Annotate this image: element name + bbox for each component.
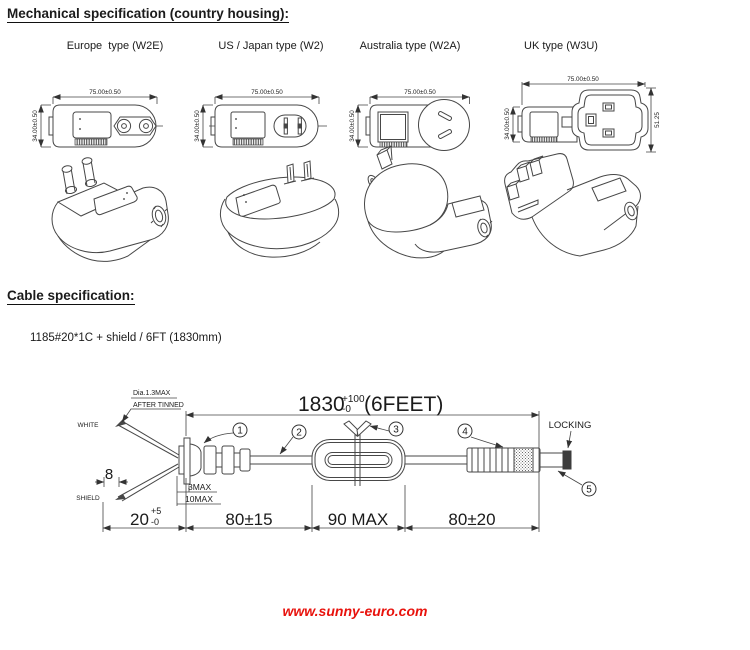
- strain-relief-boot: [178, 437, 251, 485]
- cable-run: [250, 455, 467, 465]
- cable-heading: Cable specification:: [7, 288, 135, 305]
- tip-dimension: 8: [95, 466, 128, 487]
- us-plug-drawing: 75.00±0.50 34.00±0.50: [194, 89, 340, 258]
- dim-boot-b: 10MAX: [185, 494, 213, 504]
- dc-connector: [466, 447, 572, 473]
- us-height-dim: 34.00±0.50: [194, 110, 201, 142]
- dim-seg2: 90 MAX: [328, 510, 388, 529]
- dim-tip: 8: [105, 466, 113, 483]
- label-australia: Australia type (W2A): [359, 40, 461, 52]
- callout-1: 1: [203, 422, 248, 444]
- europe-3d-view: [51, 157, 169, 262]
- dim-strip-minus: -0: [151, 517, 159, 527]
- svg-text:1: 1: [237, 426, 243, 437]
- length-feet: (6FEET): [364, 393, 443, 416]
- cable-tie: [343, 420, 372, 486]
- dim-seg3: 80±20: [448, 510, 495, 529]
- locking-label: LOCKING: [549, 420, 592, 449]
- wire-shield-label: SHIELD: [76, 495, 100, 502]
- australia-top-view: 75.00±0.50 34.00±0.50: [349, 89, 470, 151]
- uk-width-dim: 75.00±0.50: [567, 76, 599, 83]
- us-top-view: 75.00±0.50 34.00±0.50: [194, 89, 327, 148]
- uk-top-view: 75.00±0.50 34.00±0.50 51.25: [504, 76, 661, 153]
- label-europe: Europe type (W2E): [66, 40, 164, 52]
- uk-3d-view: [504, 153, 641, 257]
- uk-plug-drawing: 75.00±0.50 34.00±0.50 51.25: [504, 76, 661, 257]
- diameter-note: Dia.1.3MAX AFTER TINNED: [121, 390, 184, 423]
- wire-fanout: [115, 419, 180, 502]
- dim-seg1: 80±15: [225, 510, 272, 529]
- label-uk: UK type (W3U): [524, 40, 598, 52]
- australia-plug-drawing: 75.00±0.50 34.00±0.50: [349, 89, 493, 259]
- europe-width-dim: 75.00±0.50: [89, 89, 121, 96]
- uk-height-dim: 34.00±0.50: [504, 108, 511, 140]
- note-dia: Dia.1.3MAX: [133, 390, 171, 397]
- svg-text:2: 2: [296, 428, 302, 439]
- us-3d-view: [220, 160, 340, 258]
- callout-4: 4: [457, 423, 504, 448]
- overall-dimension: 1830 +100 -0 (6FEET): [185, 393, 540, 532]
- boot-dimensions: 3MAX 10MAX: [176, 476, 221, 506]
- callout-2: 2: [279, 424, 307, 455]
- page-title: Mechanical specification (country housin…: [7, 6, 290, 23]
- svg-text:4: 4: [462, 427, 468, 438]
- cable-description: 1185#20*1C + shield / 6FT (1830mm): [30, 332, 222, 344]
- cable-diagram: 1830 +100 -0 (6FEET) 20 +5 -0 80±15 90 M…: [76, 390, 597, 532]
- uk-depth-dim: 51.25: [654, 112, 661, 128]
- note-tinned: AFTER TINNED: [133, 402, 184, 409]
- callout-3: 3: [369, 421, 404, 437]
- locking-text: LOCKING: [549, 420, 592, 431]
- europe-plug-drawing: 75.00±0.50 34.00±0.50: [32, 89, 169, 262]
- australia-3d-view: [364, 145, 493, 259]
- australia-height-dim: 34.00±0.50: [349, 110, 356, 142]
- svg-text:3: 3: [393, 425, 399, 436]
- wire-white-label: WHITE: [78, 422, 100, 429]
- dim-strip-plus: +5: [151, 506, 161, 516]
- website-link[interactable]: www.sunny-euro.com: [282, 603, 428, 619]
- length-value: 1830: [298, 393, 345, 416]
- callout-5: 5: [557, 470, 597, 497]
- europe-top-view: 75.00±0.50 34.00±0.50: [32, 89, 163, 148]
- australia-width-dim: 75.00±0.50: [404, 89, 436, 96]
- length-tol-minus: -0: [342, 404, 351, 415]
- dim-boot-a: 3MAX: [188, 482, 211, 492]
- cable-coil: [311, 439, 406, 481]
- us-width-dim: 75.00±0.50: [251, 89, 283, 96]
- label-us: US / Japan type (W2): [218, 40, 324, 52]
- segment-dimensions: 20 +5 -0 80±15 90 MAX 80±20: [102, 478, 540, 532]
- length-tol-plus: +100: [342, 394, 365, 405]
- svg-text:5: 5: [586, 485, 592, 496]
- europe-height-dim: 34.00±0.50: [32, 110, 39, 142]
- dim-strip: 20: [130, 510, 149, 529]
